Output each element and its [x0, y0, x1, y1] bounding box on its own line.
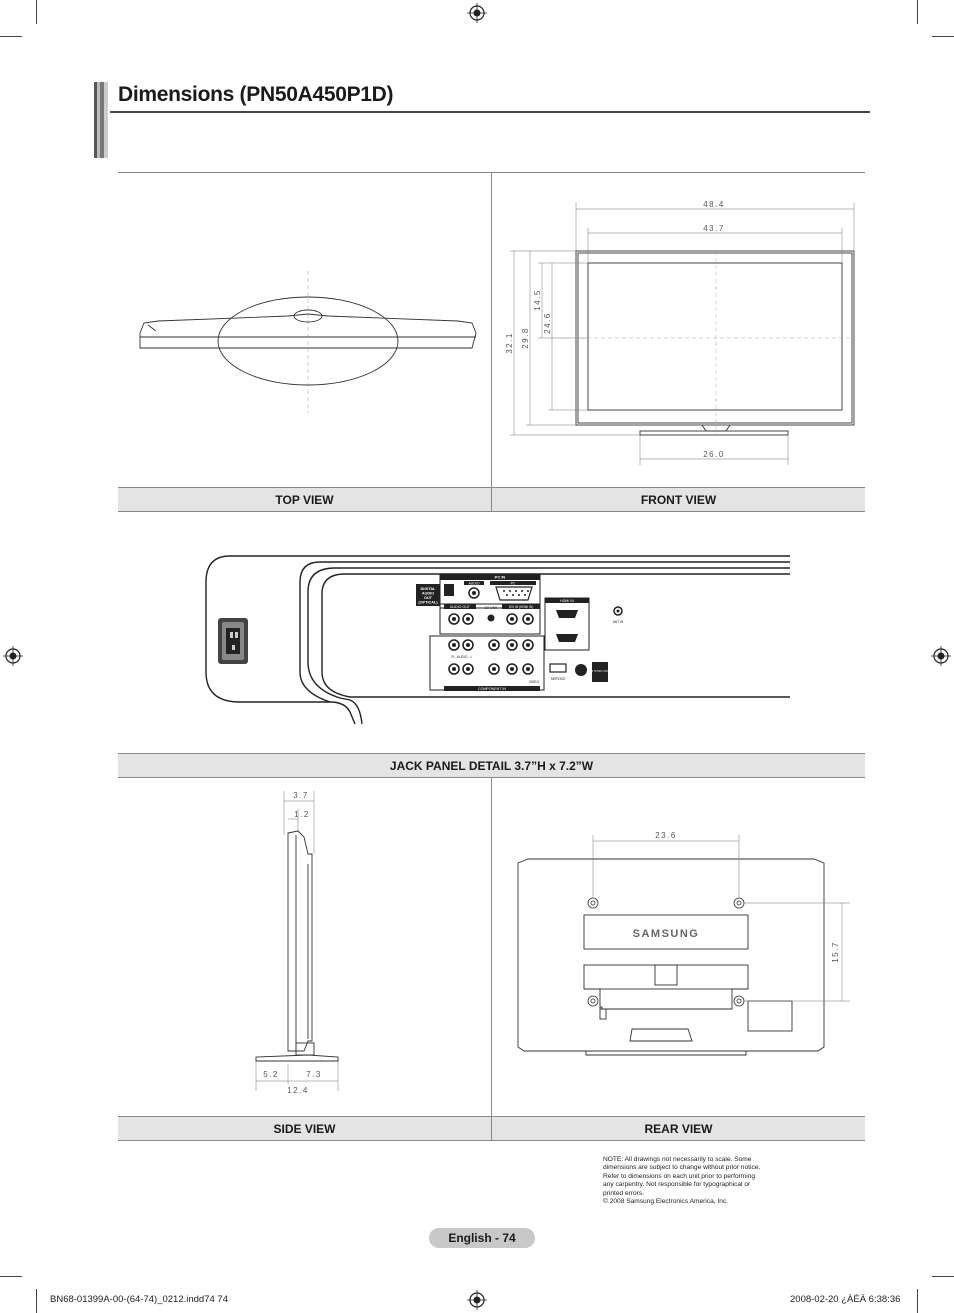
- jack-panel-drawing: DIGITAL AUDIO OUT (OPTICAL) PC IN AUDIO …: [205, 555, 790, 725]
- jack-video: VIDEO: [529, 680, 540, 684]
- jack-pc-in: PC IN: [495, 575, 506, 580]
- registration-mark-top: [467, 3, 487, 23]
- jack-dvi-in: DVI IN (HDMI IN): [509, 605, 534, 609]
- jack-digital-line4: (OPTICAL): [418, 601, 438, 605]
- jack-exlink: EX-LINK: [485, 606, 498, 610]
- bottom-row-divider: [491, 778, 492, 1116]
- crop-mark: [0, 1276, 22, 1277]
- note-line: NOTE: All drawings not necessarily to sc…: [603, 1156, 752, 1163]
- jack-service: SERVICE: [551, 677, 567, 681]
- front-dim-width-outer: 48.4: [703, 200, 725, 209]
- side-dim-depth-top: 3.7: [293, 791, 309, 800]
- title-accent-bar: [94, 82, 108, 158]
- side-view-label: SIDE VIEW: [118, 1116, 491, 1141]
- front-dim-width-screen: 43.7: [703, 224, 725, 233]
- jack-ant-in: ANT IN: [613, 620, 624, 624]
- crop-mark: [917, 1289, 918, 1313]
- crop-mark: [36, 1289, 37, 1313]
- rear-view-label: REAR VIEW: [491, 1116, 865, 1141]
- disclaimer-note: NOTE: All drawings not necessarily to sc…: [603, 1156, 781, 1206]
- crop-mark: [932, 1276, 954, 1277]
- side-dim-stand-back: 7.3: [306, 1070, 322, 1079]
- footer-timestamp: 2008-02-20 ¿ÀÈÄ 6:38:36: [790, 1294, 901, 1305]
- registration-mark-right: [931, 646, 951, 666]
- front-dim-height-screen: 24.6: [543, 312, 552, 334]
- footer-file-info: BN68-01399A-00-(64-74)_0212.indd74 74: [50, 1294, 228, 1305]
- jack-audio-out: AUDIO OUT: [450, 605, 471, 609]
- jack-digital-line3: OUT: [424, 596, 433, 600]
- title-rule: [110, 111, 870, 113]
- registration-mark-bottom: [467, 1290, 487, 1310]
- crop-mark: [0, 36, 22, 37]
- rear-dim-mount-height: 15.7: [831, 941, 840, 963]
- note-line: Refer to dimensions on each unit prior t…: [603, 1172, 756, 1180]
- top-view-label: TOP VIEW: [118, 487, 491, 512]
- front-dim-height-total: 32.1: [505, 332, 514, 354]
- note-line: printed errors.: [603, 1189, 645, 1197]
- top-view-drawing: [139, 271, 477, 413]
- page-title: Dimensions (PN50A450P1D): [118, 83, 394, 106]
- rear-dim-mount-width: 23.6: [655, 831, 677, 840]
- front-dim-height-mid: 14.5: [533, 289, 542, 311]
- note-line: any carpentry. Not responsible for typog…: [603, 1181, 751, 1189]
- side-view-drawing: 3.7 1.2 5.2 7.3 12.4: [255, 791, 339, 1095]
- jack-digital-line2: AUDIO: [422, 592, 434, 596]
- crop-mark: [36, 0, 37, 24]
- side-dim-stand-front: 5.2: [263, 1070, 279, 1079]
- page-number-pill: English - 74: [429, 1228, 535, 1248]
- jack-ir-out: IR SYNC OUT: [590, 669, 610, 673]
- jack-panel-label: JACK PANEL DETAIL 3.7”H x 7.2”W: [118, 753, 865, 778]
- crop-mark: [932, 36, 954, 37]
- front-view-label: FRONT VIEW: [491, 487, 865, 512]
- jack-audio: AUDIO: [468, 581, 479, 585]
- rear-brand-logo: SAMSUNG: [633, 928, 700, 940]
- side-dim-depth-inner: 1.2: [294, 810, 310, 819]
- top-row-divider: [491, 172, 492, 512]
- front-dim-stand-width: 26.0: [703, 450, 725, 459]
- jack-hdmi-in: HDMI IN: [560, 599, 574, 603]
- front-dim-height-body: 29.8: [521, 327, 530, 349]
- jack-pc: PC: [511, 581, 516, 585]
- jack-component-in: COMPONENT IN: [478, 687, 506, 691]
- jack-digital-line1: DIGITAL: [421, 587, 437, 591]
- note-line: dimensions are subject to change without…: [603, 1164, 761, 1172]
- front-view-drawing: 48.4 43.7 26.0 32.1 29.8 14.5 24.6: [505, 200, 855, 465]
- crop-mark: [917, 0, 918, 24]
- jack-audio-lr: R - AUDIO - L: [452, 655, 473, 659]
- side-dim-stand-total: 12.4: [287, 1086, 309, 1095]
- note-line: © 2008 Samsung Electronics America, Inc.: [603, 1198, 729, 1206]
- rear-view-drawing: SAMSUNG 23.6 15.7: [517, 831, 850, 1056]
- registration-mark-left: [3, 646, 23, 666]
